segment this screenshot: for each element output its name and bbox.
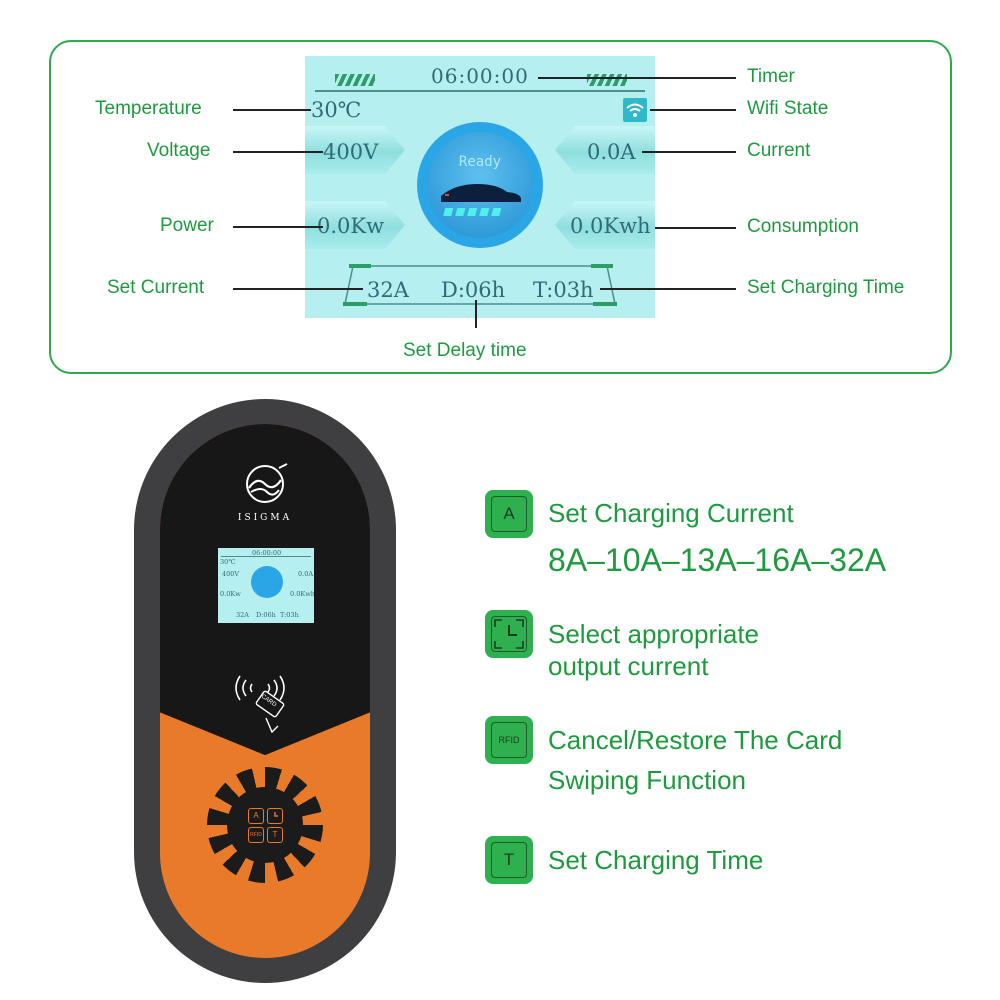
leader-wifi-state [650, 109, 736, 111]
lcd-set-current: 32A [367, 278, 409, 302]
charger-front-panel: ISIGMA 06:00:00 30℃ 400V 0.0A 0.0Kw 0.0K… [160, 424, 370, 958]
label-current: Current [747, 140, 811, 161]
feature-clock-icon [491, 616, 527, 652]
label-wifi-state: Wifi State [747, 98, 829, 119]
mini-delay: D:06h [256, 611, 276, 619]
leader-power [233, 226, 323, 228]
charging-status-dial: Ready [417, 122, 543, 248]
label-timer: Timer [747, 66, 795, 87]
leader-temperature [233, 109, 311, 111]
display-legend-panel [49, 40, 952, 374]
leader-set-charging-time [600, 288, 736, 290]
mini-charge-time: T:03h [280, 611, 299, 619]
lcd-voltage-slab [305, 126, 405, 174]
mini-consumption: 0.0Kwh [290, 590, 314, 598]
fan-vent: A RFID T [207, 767, 323, 883]
lcd-top-rule [315, 90, 645, 92]
lcd-voltage: 400V [323, 140, 379, 164]
label-set-delay-time: Set Delay time [403, 340, 527, 361]
car-icon [441, 184, 521, 216]
feature-clock-title: Select appropriate [548, 619, 760, 649]
label-power: Power [160, 215, 214, 236]
lcd-current: 0.0A [587, 140, 636, 164]
key-clock-button[interactable] [267, 808, 283, 824]
lcd-display: 06:00:00 30℃ 400V 0.0Kw 0.0A 0.0Kwh Read… [305, 56, 655, 318]
key-rfid-button[interactable]: RFID [248, 827, 264, 843]
mini-power: 0.0Kw [220, 590, 241, 598]
label-voltage: Voltage [147, 140, 211, 161]
feature-clock-detail: output current [548, 651, 709, 681]
feature-rfid-badge: RFID [485, 716, 533, 764]
lcd-temperature: 30℃ [311, 98, 362, 122]
mini-voltage: 400V [222, 570, 240, 578]
feature-t-badge: T [485, 836, 533, 884]
label-temperature: Temperature [95, 98, 202, 119]
mini-timer: 06:00:00 [252, 549, 282, 557]
feature-rfid-icon: RFID [491, 722, 527, 758]
key-t-button[interactable]: T [267, 827, 283, 843]
feature-a-badge: A [485, 490, 533, 538]
lcd-timer: 06:00:00 [431, 64, 529, 88]
lcd-bottom-frame [343, 264, 617, 306]
label-consumption: Consumption [747, 216, 859, 237]
leader-timer [538, 77, 736, 79]
wifi-icon [623, 98, 647, 122]
label-set-current: Set Current [107, 277, 205, 298]
feature-t-icon: T [491, 842, 527, 878]
keypad: A RFID T [227, 787, 303, 863]
lcd-charge-time: T:03h [533, 278, 594, 302]
feature-rfid-title: Cancel/Restore The Card [548, 725, 843, 755]
rfid-card-icon [235, 675, 285, 734]
clock-icon [274, 812, 278, 817]
lcd-current-slab [555, 126, 655, 174]
lcd-consumption-slab [555, 201, 655, 249]
key-a-button[interactable]: A [248, 808, 264, 824]
feature-rfid-detail: Swiping Function [548, 765, 746, 795]
leader-set-delay-time [475, 300, 477, 328]
status-dial-face: Ready [427, 132, 533, 238]
lcd-top-left-stripes [335, 74, 375, 86]
lcd-power: 0.0Kw [317, 214, 385, 238]
lcd-delay: D:06h [441, 278, 506, 302]
label-set-charging-time: Set Charging Time [747, 277, 905, 298]
leader-set-current [233, 288, 363, 290]
leader-consumption [655, 227, 736, 229]
feature-t-title: Set Charging Time [548, 845, 764, 875]
leader-current [642, 151, 736, 153]
status-label: Ready [458, 154, 502, 170]
feature-clock-badge [485, 610, 533, 658]
mini-set-current: 32A [236, 611, 249, 619]
lcd-power-slab [305, 201, 405, 249]
charger-mini-screen: 06:00:00 30℃ 400V 0.0A 0.0Kw 0.0Kwh 32A … [218, 548, 314, 623]
mini-top-rule [221, 556, 311, 557]
feature-a-detail: 8A–10A–13A–16A–32A [548, 542, 887, 578]
brand-name: ISIGMA [237, 513, 293, 523]
mini-dial [251, 566, 283, 598]
isigma-logo-icon [246, 463, 288, 503]
lcd-consumption: 0.0Kwh [570, 214, 651, 238]
mini-temperature: 30℃ [220, 558, 236, 566]
feature-a-icon: A [491, 496, 527, 532]
leader-voltage [233, 151, 323, 153]
mini-current: 0.0A [298, 570, 314, 578]
feature-a-title: Set Charging Current [548, 498, 794, 528]
lcd-top-right-stripes [587, 74, 627, 86]
